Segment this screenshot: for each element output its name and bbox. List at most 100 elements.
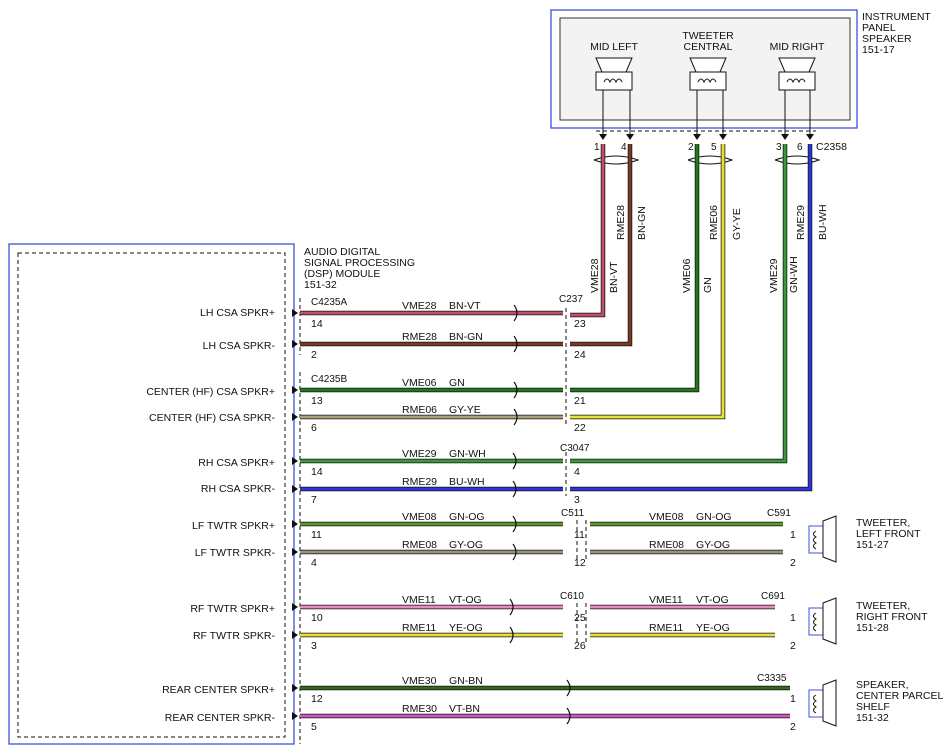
wire-circuit-label: RME29 xyxy=(402,476,437,488)
connector-label-c4235b: C4235B xyxy=(311,374,347,385)
output-label: CENTER (HF) CSA SPKR+ xyxy=(146,386,275,398)
twist-marker xyxy=(513,304,518,322)
right-speaker-label-line: 151-32 xyxy=(856,712,889,724)
connector-label-c3335: C3335 xyxy=(757,673,787,684)
speaker-icon xyxy=(689,57,727,91)
connector-label-c511: C511 xyxy=(561,508,585,519)
right-speaker-label-line: TWEETER, xyxy=(856,517,910,529)
pin-label: 12 xyxy=(311,693,323,705)
wire-circuit-label: RME08 xyxy=(402,539,437,551)
pin-label: 3 xyxy=(574,494,580,506)
pin-label: 14 xyxy=(311,318,323,330)
dsp-output-arrows xyxy=(292,309,298,720)
output-label: RF TWTR SPKR- xyxy=(193,630,276,642)
wire-color-label: GY-YE xyxy=(449,404,481,416)
dsp-module-label: AUDIO DIGITAL SIGNAL PROCESSING (DSP) MO… xyxy=(304,246,415,291)
vertical-label: BN-GN xyxy=(636,206,648,240)
vertical-label: VME29 xyxy=(768,258,780,293)
wire-color-label: BN-VT xyxy=(449,300,481,312)
instrument-panel-label-line: 151-17 xyxy=(862,44,895,56)
right-speaker-label-line: TWEETER, xyxy=(856,600,910,612)
pin-label: 6 xyxy=(311,422,317,434)
wire-color-label: YE-OG xyxy=(449,622,483,634)
speaker-label-mid-right: MID RIGHT xyxy=(770,41,825,53)
output-label: RH CSA SPKR- xyxy=(201,483,276,495)
pin-label: 2 xyxy=(790,721,796,733)
speaker-label-mid-left: MID LEFT xyxy=(590,41,638,53)
vertical-label: RME06 xyxy=(708,205,720,240)
vertical-label: VME28 xyxy=(589,258,601,293)
pin-label: 6 xyxy=(797,142,803,153)
twist-marker xyxy=(566,707,571,725)
vertical-label: VME06 xyxy=(681,258,693,293)
pin-label: 5 xyxy=(311,721,317,733)
wire-circuit-label: VME11 xyxy=(402,594,436,606)
connector-arrows xyxy=(599,134,814,140)
pin-label: 3 xyxy=(311,640,317,652)
connector-label-c3047: C3047 xyxy=(560,443,590,454)
speaker-icon xyxy=(595,57,633,91)
pin-label: 1 xyxy=(594,142,600,153)
connector-label-c591: C591 xyxy=(767,508,791,519)
wire-circuit-label: VME08 xyxy=(649,511,684,523)
twist-marker xyxy=(512,452,517,470)
dsp-module-label-line: SIGNAL PROCESSING xyxy=(304,257,415,269)
wire-color-label: GN-WH xyxy=(449,448,486,460)
right-speaker-label-line: CENTER PARCEL xyxy=(856,690,943,702)
dsp-module-label-line: 151-32 xyxy=(304,279,337,291)
pin-label: 2 xyxy=(790,557,796,569)
speaker-label-tweeter-central: TWEETER xyxy=(682,30,734,42)
twist-marker xyxy=(513,335,518,353)
wire-color-label: VT-OG xyxy=(449,594,482,606)
output-label: LH CSA SPKR- xyxy=(203,340,276,352)
twist-marker xyxy=(513,408,518,426)
right-speaker-label-line: LEFT FRONT xyxy=(856,528,921,540)
vertical-label: GY-YE xyxy=(731,208,743,240)
right-speaker-label-line: RIGHT FRONT xyxy=(856,611,928,623)
wire-circuit-label: RME06 xyxy=(402,404,437,416)
pin-label: 5 xyxy=(711,142,717,153)
pin-label: 12 xyxy=(574,557,586,569)
pin-label: 1 xyxy=(790,693,796,705)
pin-label: 4 xyxy=(311,557,317,569)
pin-label: 26 xyxy=(574,640,586,652)
vertical-label: RME29 xyxy=(795,205,807,240)
speaker-icon xyxy=(808,679,837,727)
vertical-label: GN xyxy=(702,277,714,293)
pin-label: 7 xyxy=(311,494,317,506)
wire-circuit-label: RME11 xyxy=(649,622,683,634)
pin-label: 10 xyxy=(311,612,323,624)
wire-circuit-label: VME30 xyxy=(402,675,437,687)
instrument-panel-label-line: PANEL xyxy=(862,22,896,34)
wire-circuit-label: VME28 xyxy=(402,300,437,312)
pin-label: 13 xyxy=(311,395,323,407)
twist-marker xyxy=(512,515,517,533)
wire-circuit-label: VME06 xyxy=(402,377,437,389)
wire-color-label: GN-BN xyxy=(449,675,483,687)
instrument-panel-label-line: SPEAKER xyxy=(862,33,912,45)
twist-markers xyxy=(593,155,821,165)
wire-circuit-label: RME11 xyxy=(402,622,436,634)
vertical-wires xyxy=(570,144,813,492)
right-speaker-label-line: 151-27 xyxy=(856,539,889,551)
wire-circuit-label: VME08 xyxy=(402,511,437,523)
pin-label: 2 xyxy=(790,640,796,652)
dsp-module-label-line: AUDIO DIGITAL xyxy=(304,246,380,258)
wire-color-label: BN-GN xyxy=(449,331,483,343)
pin-label: 2 xyxy=(688,142,694,153)
wire-color-label: GN-OG xyxy=(696,511,732,523)
wire-color-label: GN-OG xyxy=(449,511,485,523)
pin-label: 4 xyxy=(621,142,627,153)
wire-circuit-label: VME29 xyxy=(402,448,437,460)
right-speaker-labels: TWEETER, LEFT FRONT 151-27 TWEETER, RIGH… xyxy=(856,517,943,724)
wire-circuit-label: VME11 xyxy=(649,594,683,606)
right-speaker-label-line: SHELF xyxy=(856,701,890,713)
output-label: REAR CENTER SPKR- xyxy=(165,712,276,724)
dsp-module-box xyxy=(8,243,295,745)
pin-label: 4 xyxy=(574,466,580,478)
connector-label-c610: C610 xyxy=(560,591,584,602)
wire-circuit-label: RME30 xyxy=(402,703,437,715)
vertical-label: BU-WH xyxy=(817,204,829,240)
pin-label: 1 xyxy=(790,529,796,541)
